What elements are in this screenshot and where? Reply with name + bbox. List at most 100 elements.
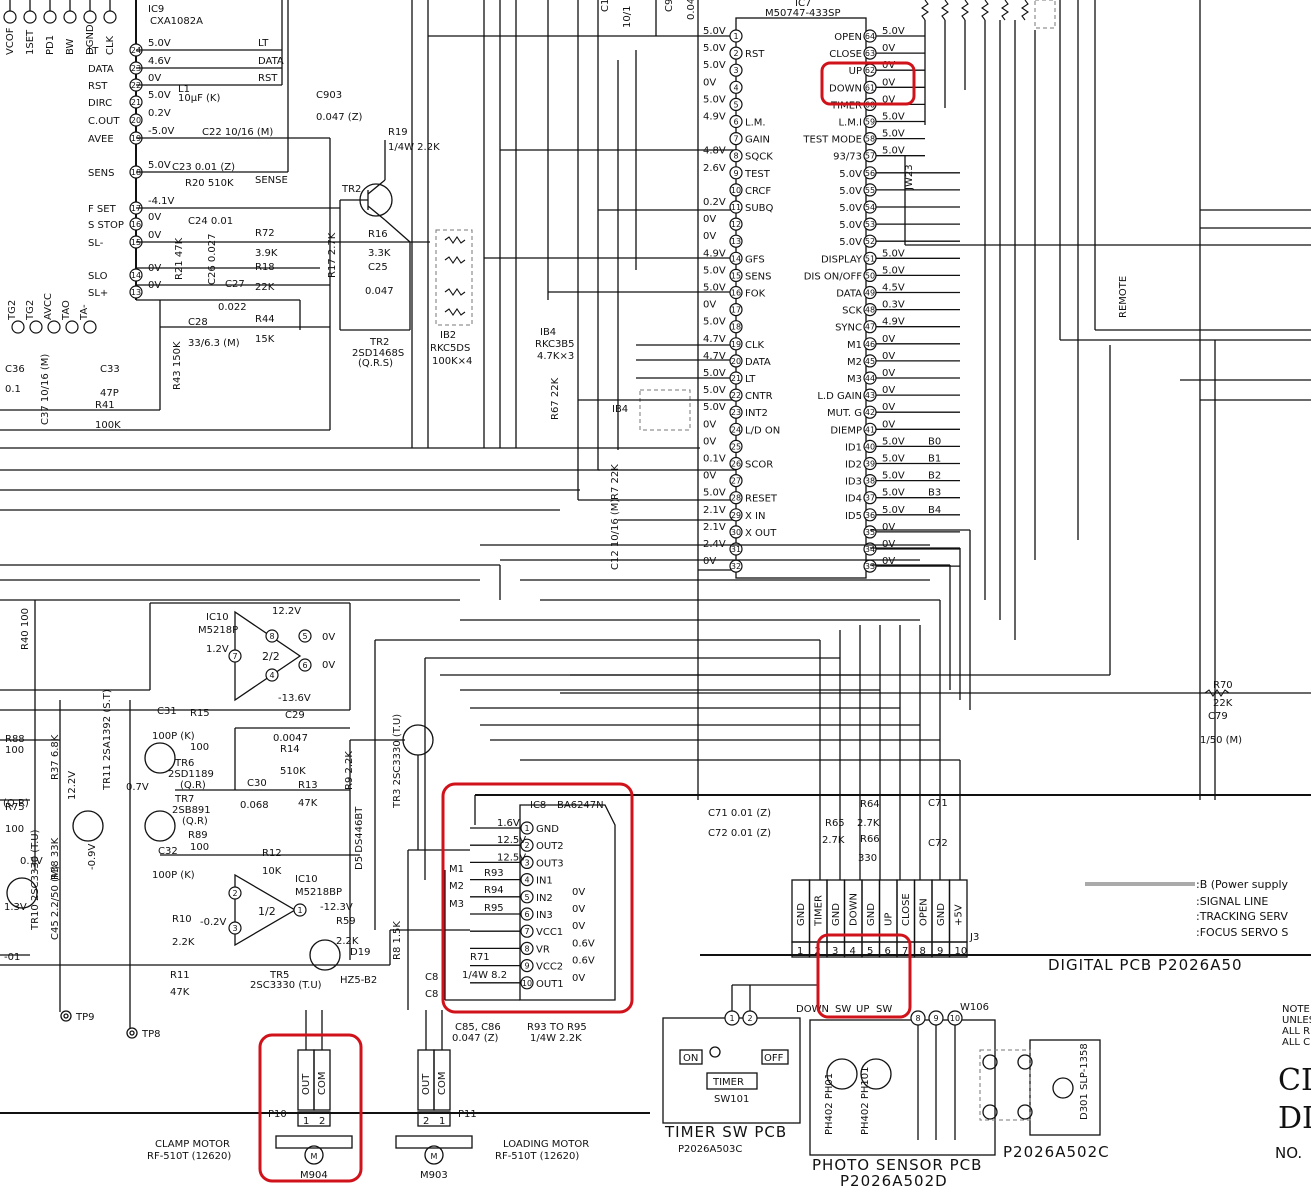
- ic7-part: M50747-433SP: [765, 8, 841, 19]
- ic7-pin-number: 31: [731, 545, 741, 554]
- r12-ref: R12: [262, 848, 282, 859]
- ic9-pin-name: SLO: [88, 271, 108, 282]
- ic7-pin-label: 5.0V: [839, 203, 862, 214]
- ic9-pin-voltage: 0V: [148, 212, 161, 223]
- ic7-pin-label: X OUT: [745, 528, 777, 539]
- ic10b-pin: 2: [232, 889, 237, 898]
- ic8-pin-voltage: 0V: [572, 921, 585, 932]
- r18-ref: R18: [255, 262, 275, 273]
- ic7-pin-voltage: 0V: [882, 402, 895, 413]
- ic9-pin-voltage: 0V: [148, 230, 161, 241]
- ic9-pin: [129, 285, 143, 299]
- ic9-pin: [129, 268, 143, 282]
- r41-value: 100K: [95, 420, 121, 431]
- timer-sw-pcb: ON OFF TIMER SW101 1 2 TIMER SW PCB P202…: [662, 984, 818, 1155]
- tr7-ref: TR7: [174, 794, 194, 805]
- photo-pcb-part: P2026A502D: [840, 1172, 948, 1188]
- r19-ref: R19: [388, 127, 408, 138]
- r94-ref: R94: [484, 885, 504, 896]
- p502c-part: P2026A502C: [1003, 1143, 1110, 1161]
- ic7-pin-voltage: 0V: [882, 385, 895, 396]
- ic8-pin-voltage: 1.6V: [497, 818, 520, 829]
- ic7-pin-voltage: 5.0V: [882, 436, 905, 447]
- motor-symbol: M: [311, 1152, 318, 1161]
- ic7-pin-number: 25: [731, 442, 741, 451]
- ic7-pin-voltage: 5.0V: [882, 471, 905, 482]
- pullup-resistor-array: [921, 0, 1056, 29]
- ic7-pin-number: 52: [865, 237, 875, 246]
- c37-ref: C37 10/16 (M): [40, 354, 51, 425]
- ic7-pin-label: DISPLAY: [821, 254, 863, 265]
- ic7-pin-number: 22: [731, 391, 741, 400]
- r14-ref: R14: [280, 744, 300, 755]
- ic9-pin-voltage: -4.1V: [148, 196, 175, 207]
- ic7-pin-number: 26: [731, 460, 741, 469]
- photo-pin: 8: [915, 1014, 920, 1023]
- ib4-part: RKC3B5: [535, 339, 575, 350]
- r66-ref: R66: [860, 834, 880, 845]
- ic7-pin: [729, 183, 743, 197]
- ib2-block: IB2 RKC5DS 100K×4 IB4 RKC3B5 4.7K×3 IB4 …: [411, 0, 736, 800]
- ib4-value: 4.7K×3: [537, 351, 574, 362]
- photo-sensor-1: PH402 PH01: [824, 1073, 835, 1135]
- ic7-pin-label: RESET: [745, 494, 778, 505]
- ic7-pin-voltage: 0V: [703, 419, 716, 430]
- ic7-pin-label: MUT. G: [827, 408, 862, 419]
- ic7-pin-label: DATA: [745, 357, 771, 368]
- tp8-label: TP8: [141, 1029, 161, 1040]
- motor-ref: M904: [300, 1170, 328, 1181]
- r70-value: 22K: [1213, 698, 1233, 709]
- ic7-pin: [729, 251, 743, 265]
- c29-ref: C29: [285, 710, 305, 721]
- r59-value: 2.2K: [336, 936, 359, 947]
- ic7-pin-label: X IN: [745, 511, 765, 522]
- ic7-right-pins: 64OPEN5.0V63CLOSE0V62UP0V61DOWN0V60TIMER…: [802, 26, 960, 573]
- timer-pin: 2: [747, 1014, 752, 1023]
- c24-ref: C24 0.01: [188, 216, 233, 227]
- motor-pin-number: 2: [319, 1116, 325, 1127]
- ic7-pin-voltage: 0.2V: [703, 197, 726, 208]
- c1-ref: C1: [600, 0, 611, 12]
- ic7-pin-voltage: 5.0V: [882, 265, 905, 276]
- timer-button-label: TIMER: [712, 1077, 744, 1088]
- ic7-pin-number: 55: [865, 186, 875, 195]
- ic7-pin-number: 30: [731, 528, 741, 537]
- r9-ref: R9 2.2K: [344, 751, 355, 790]
- r10-value: 2.2K: [172, 937, 195, 948]
- ic10a-v-in: 1.2V: [206, 644, 229, 655]
- ic7-pin-number: 18: [731, 323, 741, 332]
- ic7-pin-number: 62: [865, 66, 875, 75]
- ic7-pin: [729, 46, 743, 60]
- ic7-pin-number: 28: [731, 494, 741, 503]
- ic7-pin: [729, 80, 743, 94]
- ic7-pin-label: ID5: [845, 511, 862, 522]
- ic7-pin-number: 40: [865, 442, 875, 451]
- ic7-pin-voltage: 0V: [703, 77, 716, 88]
- ic7-pin-number: 34: [865, 545, 875, 554]
- ic7-bus-label: B1: [928, 454, 941, 465]
- ic7-pin-number: 49: [865, 289, 875, 298]
- ic10a-v-out-2: 0V: [322, 660, 335, 671]
- c30-ref: C30: [247, 778, 267, 789]
- ic7-pin-label: TEST: [744, 169, 771, 180]
- c36-value: 0.1: [5, 384, 21, 395]
- legend-item: :TRACKING SERV: [1196, 910, 1288, 923]
- r75-value: 100: [5, 824, 24, 835]
- ic7-pin-voltage: 5.0V: [703, 488, 726, 499]
- ic7-pin: [729, 456, 743, 471]
- ic7-pin-voltage: 5.0V: [882, 26, 905, 37]
- ic7-pin-number: 41: [865, 425, 875, 434]
- c79-ref: C79: [1208, 711, 1228, 722]
- ic9-pin-signal: LT: [258, 38, 269, 49]
- c71b-ref: C71: [928, 798, 948, 809]
- ic7-pin: [729, 525, 743, 539]
- r71-ref: R71: [470, 952, 490, 963]
- r16-value: 3.3K: [368, 248, 391, 259]
- ic10a-v-out: 0V: [322, 632, 335, 643]
- ic7-pin-label: 5.0V: [839, 186, 862, 197]
- ic7-pin-label: 5.0V: [839, 220, 862, 231]
- r89-value: 100: [190, 842, 209, 853]
- ic7-pin: [729, 303, 743, 317]
- ic8-pin-name: IN3: [536, 910, 553, 921]
